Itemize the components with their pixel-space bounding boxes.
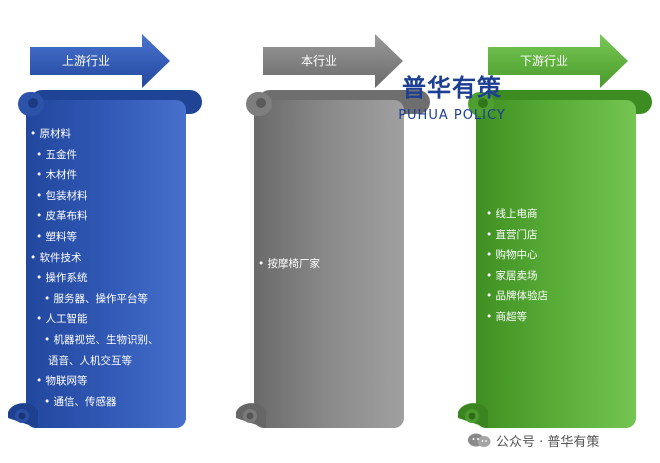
downstream-arrow-shape <box>488 34 628 88</box>
list-item: • 操作系统 <box>36 272 88 285</box>
upstream-list: • 原材料 • 五金件 • 木材件 • 包装材料 • 皮革布料 • 塑料等 • … <box>30 124 159 412</box>
industry-arrow-shape <box>263 34 403 88</box>
downstream-arrow: 下游行业 <box>488 34 628 88</box>
list-item: • 皮革布料 <box>36 210 88 223</box>
list-item: • 商超等 <box>486 310 528 323</box>
list-item: • 购物中心 <box>486 249 538 262</box>
wechat-watermark: 公众号 · 普华有策 <box>466 428 599 452</box>
downstream-scroll: • 线上电商 • 直营门店 • 购物中心 • 家居卖场 • 品牌体验店 • 商超… <box>458 88 658 433</box>
list-item: 语音、人机交互等 <box>48 354 132 367</box>
list-item: • 软件技术 <box>30 251 82 264</box>
industry-scroll: • 按摩椅厂家 <box>236 88 436 433</box>
list-item: • 家居卖场 <box>486 269 538 282</box>
list-item: • 五金件 <box>36 148 78 161</box>
list-item: • 木材件 <box>36 169 78 182</box>
watermark-text: 公众号 · 普华有策 <box>496 434 600 450</box>
list-item: • 包装材料 <box>36 189 88 202</box>
upstream-scroll-shape <box>8 90 202 428</box>
downstream-list: • 线上电商 • 直营门店 • 购物中心 • 家居卖场 • 品牌体验店 • 商超… <box>486 204 548 328</box>
list-item: • 按摩椅厂家 <box>258 258 321 270</box>
industry-scroll-shape <box>236 90 430 428</box>
logo-english-text: PUHUA POLICY <box>398 108 506 123</box>
puhua-logo: 普华有策 PUHUA POLICY <box>396 68 508 130</box>
list-item: • 通信、传感器 <box>44 395 117 408</box>
list-item: • 服务器、操作平台等 <box>44 292 149 305</box>
logo-chinese-text: 普华有策 <box>402 74 502 102</box>
list-item: • 线上电商 <box>486 208 538 220</box>
list-item: • 物联网等 <box>36 375 88 388</box>
industry-list: • 按摩椅厂家 <box>258 254 320 275</box>
list-item: • 机器视觉、生物识别、 <box>44 333 159 346</box>
upstream-arrow-shape <box>30 34 170 88</box>
wechat-icon <box>466 432 492 448</box>
industry-label: 本行业 <box>300 54 337 68</box>
upstream-arrow: 上游行业 <box>30 34 170 88</box>
upstream-label: 上游行业 <box>61 54 110 68</box>
downstream-label: 下游行业 <box>519 54 568 68</box>
industry-arrow: 本行业 <box>263 34 403 88</box>
list-item: • 塑料等 <box>36 230 78 243</box>
upstream-scroll: • 原材料 • 五金件 • 木材件 • 包装材料 • 皮革布料 • 塑料等 • … <box>8 88 208 433</box>
list-item: • 直营门店 <box>486 228 538 241</box>
list-item: • 人工智能 <box>36 313 88 326</box>
list-item: • 原材料 <box>30 128 72 140</box>
downstream-scroll-shape <box>458 90 652 428</box>
list-item: • 品牌体验店 <box>486 290 549 303</box>
